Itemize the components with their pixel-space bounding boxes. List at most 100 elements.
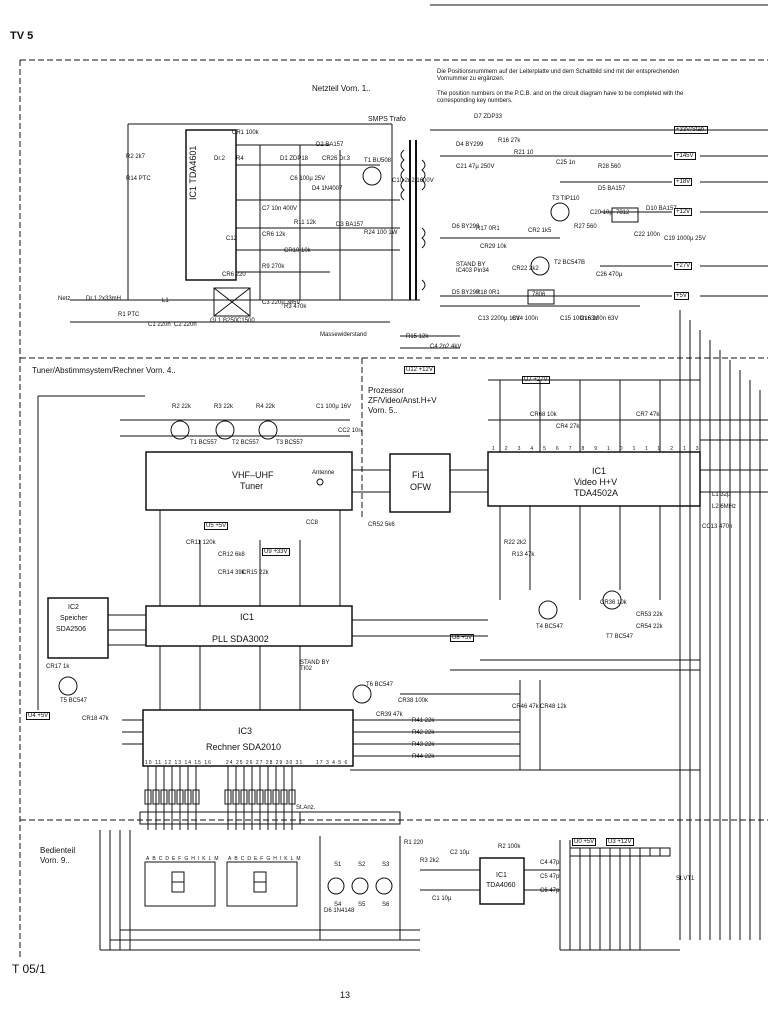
comp-d7: D7 ZDP33 [474, 114, 503, 120]
comp-cr17: CR17 1k [46, 664, 70, 670]
comp-r42: R42 22k [412, 730, 435, 736]
rail-u12: U12 +12V [404, 366, 435, 374]
pll-label: PLL SDA3002 [212, 634, 269, 644]
comp-c1-bed: C1 10µ [432, 896, 452, 902]
note-english: The position numbers on the P.C.B. and o… [437, 91, 684, 104]
comp-r44: R44 22k [412, 754, 435, 760]
comp-cr7: CR7 47k [636, 412, 660, 418]
smps-label: SMPS Trafo [368, 116, 406, 123]
section-bedienteil: Bedienteil [40, 846, 76, 855]
comp-d6-bed: D6 1N4148 [324, 908, 355, 914]
comp-cr29: CR29 10k [480, 244, 507, 250]
bridge-rectifier [213, 287, 251, 317]
comp-cr18: CR18 47k [82, 716, 109, 722]
comp-c13: C13 2200µ 16V [478, 316, 520, 322]
comp-r4: R4 [236, 156, 244, 162]
massewiderstand-label: Massewiderstand [320, 332, 367, 338]
comp-l1: L1 [162, 298, 169, 304]
video-ic-label-1: IC1 [592, 466, 607, 476]
rechner-box [142, 709, 354, 767]
rechner-pins-3: 17 3 4 5 6 [316, 760, 349, 766]
ofw-box [389, 453, 451, 513]
video-ic-box [487, 451, 701, 507]
comp-cr54: CR54 22k [636, 624, 663, 630]
comp-t2: T2 BC547B [554, 260, 586, 266]
speicher-label-3: SDA2506 [56, 626, 86, 633]
comp-c16: C16 100n 63V [580, 316, 619, 322]
comp-r41: R41 22k [412, 718, 435, 724]
comp-cc8: CC8 [306, 520, 319, 526]
comp-c1: C1 220n [148, 322, 171, 328]
rail-33v: +33V/Stab. [674, 126, 708, 134]
comp-l1-video: L1 32µ [712, 492, 731, 498]
comp-gl1: GL1 B250C1500 [210, 318, 255, 324]
comp-t5: T5 BC547 [60, 698, 88, 704]
comp-c1-tuner: C1 100µ 16V [316, 404, 352, 410]
comp-dr2: Dr.2 [214, 156, 226, 162]
rail-u8: U8 +5V [450, 634, 475, 642]
comp-c5-bed: C5 47p [540, 874, 560, 880]
switch-s2: S2 [358, 862, 366, 868]
comp-cr6: CR6 12k [262, 232, 286, 238]
stanz-label: St.Anz. [296, 805, 316, 811]
comp-r43: R43 22k [412, 742, 435, 748]
tuner-label-2: Tuner [240, 481, 264, 491]
antenne-label: Antenne [312, 470, 335, 476]
comp-cr68: CR68 10k [530, 412, 557, 418]
pll-box [145, 605, 353, 647]
video-ic-label-3: TDA4502A [574, 488, 619, 498]
section-bedienteil-vorn: Vorn. 9.. [40, 856, 70, 865]
rechner-pins: 10 11 12 13 14 15 16 [145, 760, 212, 766]
comp-cr26: CR26 Dr.3 [322, 156, 351, 162]
comp-cr4: CR4 27k [556, 424, 580, 430]
comp-c14: C14 100n [512, 316, 539, 322]
comp-c3: C3 220µ 385V [262, 300, 301, 306]
comp-t3: T3 TIP110 [552, 196, 580, 202]
comp-d2: D2 BA157 [316, 142, 344, 148]
speicher-label-1: IC2 [68, 604, 79, 611]
comp-t3-tuner: T3 BC557 [276, 440, 304, 446]
comp-cr52: CR52 5k6 [368, 522, 395, 528]
rail-u0: U0 +5V [572, 838, 597, 846]
rail-u5: U5 +5V [204, 522, 229, 530]
display-right [226, 861, 298, 907]
comp-cr14: CR14 39k [218, 570, 245, 576]
comp-r4-tuner: R4 22k [256, 404, 276, 410]
rail-27v: +27V [674, 262, 693, 270]
display-right-pins: ABCDEFGHIKLM [228, 856, 304, 862]
comp-r11: R11 12k [294, 220, 316, 226]
section-prozessor-vorn: Vorn. 5.. [368, 406, 398, 415]
switch-s1: S1 [334, 862, 342, 868]
rail-u4: U4 +5V [26, 712, 51, 720]
ofw-label-1: Fi1 [412, 470, 425, 480]
rail-12v: +12V [674, 208, 693, 216]
comp-r22: R22 2k2 [504, 540, 527, 546]
comp-d6: D6 BY299 [452, 224, 480, 230]
comp-cr46: CR46 47k [512, 704, 539, 710]
rail-5v: +5V [674, 292, 689, 300]
ic2-7812-label: 7812 [616, 210, 630, 216]
comp-r13: R13 47k [512, 552, 535, 558]
tda4601-box [185, 129, 237, 281]
rail-u9: U9 +33V [262, 548, 290, 556]
comp-r3-bed: R3 2k2 [420, 858, 440, 864]
comp-cr15: CR15 22k [242, 570, 269, 576]
rail-145v: +145V [674, 152, 696, 160]
rechner-label-1: IC3 [238, 726, 253, 736]
comp-c12: C12 [226, 236, 238, 242]
comp-cr22: CR22 2k2 [512, 266, 539, 272]
section-prozessor-sub: ZF/Video/Anst.H+V [368, 396, 437, 405]
switch-s4: S4 [334, 902, 342, 908]
comp-c22: C22 100n [634, 232, 661, 238]
comp-cr12: CR12 6k8 [218, 552, 245, 558]
display-left-pins: ABCDEFGHIKLM [146, 856, 222, 862]
section-tuner: Tuner/Abstimmsystem/Rechner Vorn. 4.. [32, 366, 176, 375]
comp-r2-tuner: R2 22k [172, 404, 192, 410]
tda4060-label-1: IC1 [496, 872, 507, 879]
video-ic-pins: 12345678910111213 [492, 446, 709, 452]
comp-d10: D10 BA157 [646, 206, 677, 212]
rechner-label-2: Rechner SDA2010 [206, 742, 282, 752]
tda4060-label-2: TDA4060 [486, 882, 516, 889]
comp-cr39: CR39 47k [376, 712, 403, 718]
